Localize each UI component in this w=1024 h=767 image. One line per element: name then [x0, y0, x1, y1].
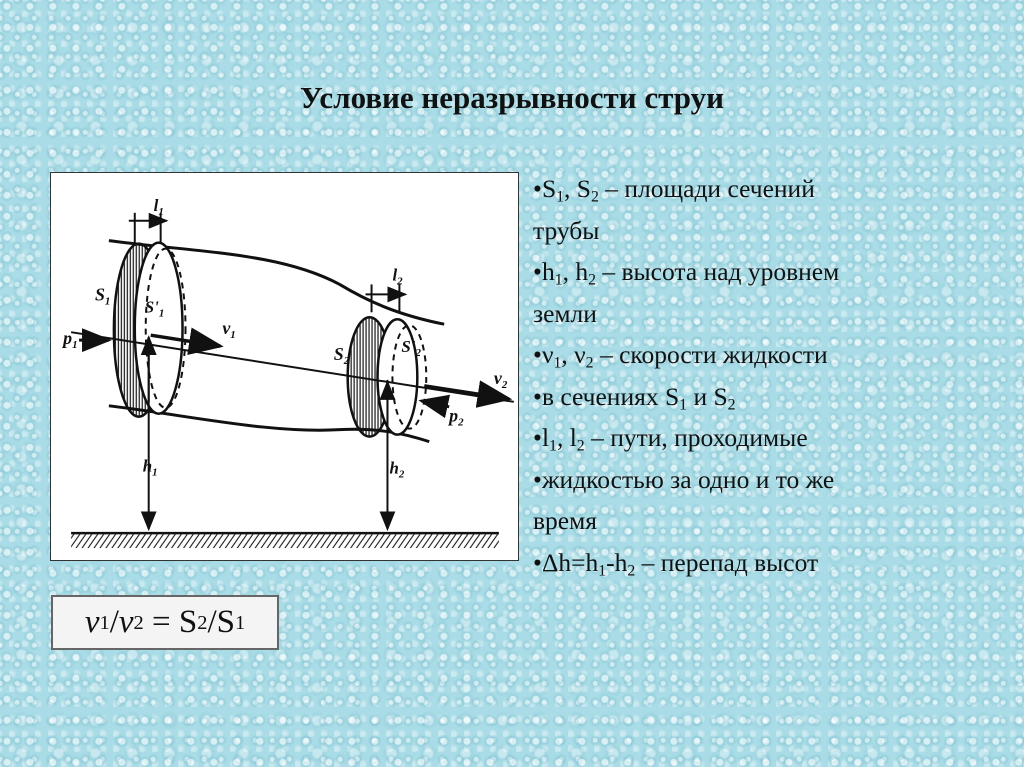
pipe-flow-diagram: l1 l2 S1 S'1 S2 S'2 p1 p2 v1 v2 h1 h2 [50, 172, 519, 561]
ground-line [71, 531, 499, 549]
bullet-item: •h1, h2 – высота над уровнем [533, 257, 840, 289]
label-s2: S2 [334, 344, 350, 367]
section-s1 [112, 241, 187, 418]
bullet-item: время [533, 506, 597, 535]
bullet-item: трубы [533, 215, 600, 245]
bullet-item: •l1, l2 – пути, проходимые [533, 423, 808, 455]
label-v2: v2 [494, 368, 508, 391]
label-p2: p2 [447, 406, 464, 429]
bullet-item: •в сечениях S1 и S2 [533, 381, 736, 414]
bullet-item: •Δh=h1-h2 – перепад высот [533, 547, 819, 580]
label-h1: h1 [143, 456, 158, 478]
bullet-item: •S1, S2 – площади сечений [533, 174, 815, 206]
label-s2-prime: S'2 [401, 337, 421, 359]
label-l2: l2 [392, 265, 403, 287]
label-l1: l1 [154, 196, 164, 218]
l1-dimension [128, 212, 169, 243]
v2-arrow [424, 380, 513, 408]
slide-title: Условие неразрывности струи [300, 80, 724, 115]
label-h2: h2 [389, 458, 404, 480]
bullet-item: •жидкостью за одно и то же [533, 464, 835, 494]
label-s1: S1 [95, 284, 110, 307]
bullet-item: земли [533, 298, 597, 328]
label-v1: v1 [222, 318, 235, 341]
l2-dimension [365, 284, 408, 313]
v1-arrow [150, 327, 224, 355]
label-p1: p1 [61, 328, 77, 351]
p2-arrow [418, 394, 451, 419]
bullet-item: •ν1, ν2 – скорости жидкости [533, 340, 828, 372]
bullet-list: •S1, S2 – площади сечений трубы •h1, h2 … [533, 168, 1013, 583]
label-s1-prime: S'1 [145, 297, 165, 319]
